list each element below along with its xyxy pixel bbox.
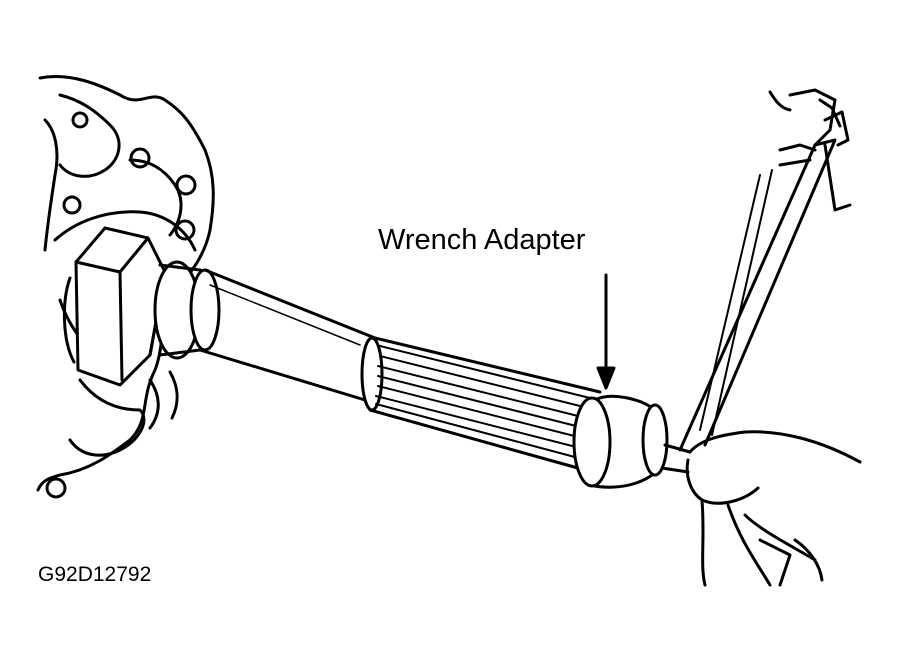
spline-section — [360, 336, 602, 472]
shaft-collar — [153, 260, 221, 360]
hand — [685, 430, 862, 587]
torque-wrench — [678, 88, 852, 452]
callout-arrow — [596, 273, 616, 390]
figure-id: G92D12792 — [38, 563, 152, 586]
wrench-adapter-label: Wrench Adapter — [378, 224, 586, 256]
axle-shaft — [198, 268, 377, 402]
wrench-adapter — [572, 394, 692, 489]
hex-nut — [62, 226, 167, 387]
